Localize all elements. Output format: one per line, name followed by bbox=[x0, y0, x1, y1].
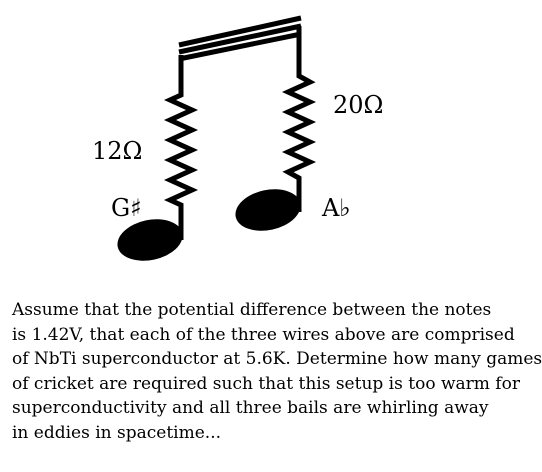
question-line: in eddies in spacetime... bbox=[12, 422, 222, 443]
note-head-left bbox=[117, 219, 183, 261]
diagram-svg bbox=[117, 15, 317, 261]
beam-top bbox=[178, 15, 302, 48]
music-note-circuit-diagram: 12Ω 20Ω G♯ A♭ bbox=[92, 15, 384, 261]
right-wire-resistor bbox=[281, 26, 317, 212]
question-text: Assume that the potential difference bet… bbox=[12, 298, 542, 446]
note-head-right bbox=[235, 189, 301, 231]
question-line: of cricket are required such that this s… bbox=[12, 373, 520, 394]
note-label-left: G♯ bbox=[111, 194, 142, 222]
resistor-label-right: 20Ω bbox=[333, 91, 384, 119]
question-line: is 1.42V, that each of the three wires a… bbox=[12, 324, 515, 345]
question-line: Assume that the potential difference bet… bbox=[12, 300, 492, 320]
resistor-label-left: 12Ω bbox=[92, 137, 143, 165]
question-line: of NbTi superconductor at 5.6K. Determin… bbox=[12, 349, 542, 370]
beam-middle bbox=[178, 23, 302, 55]
question-line: superconductivity and all three bails ar… bbox=[12, 398, 489, 419]
left-wire-resistor bbox=[163, 55, 199, 240]
note-label-right: A♭ bbox=[322, 194, 351, 222]
beam-bottom bbox=[178, 31, 302, 62]
